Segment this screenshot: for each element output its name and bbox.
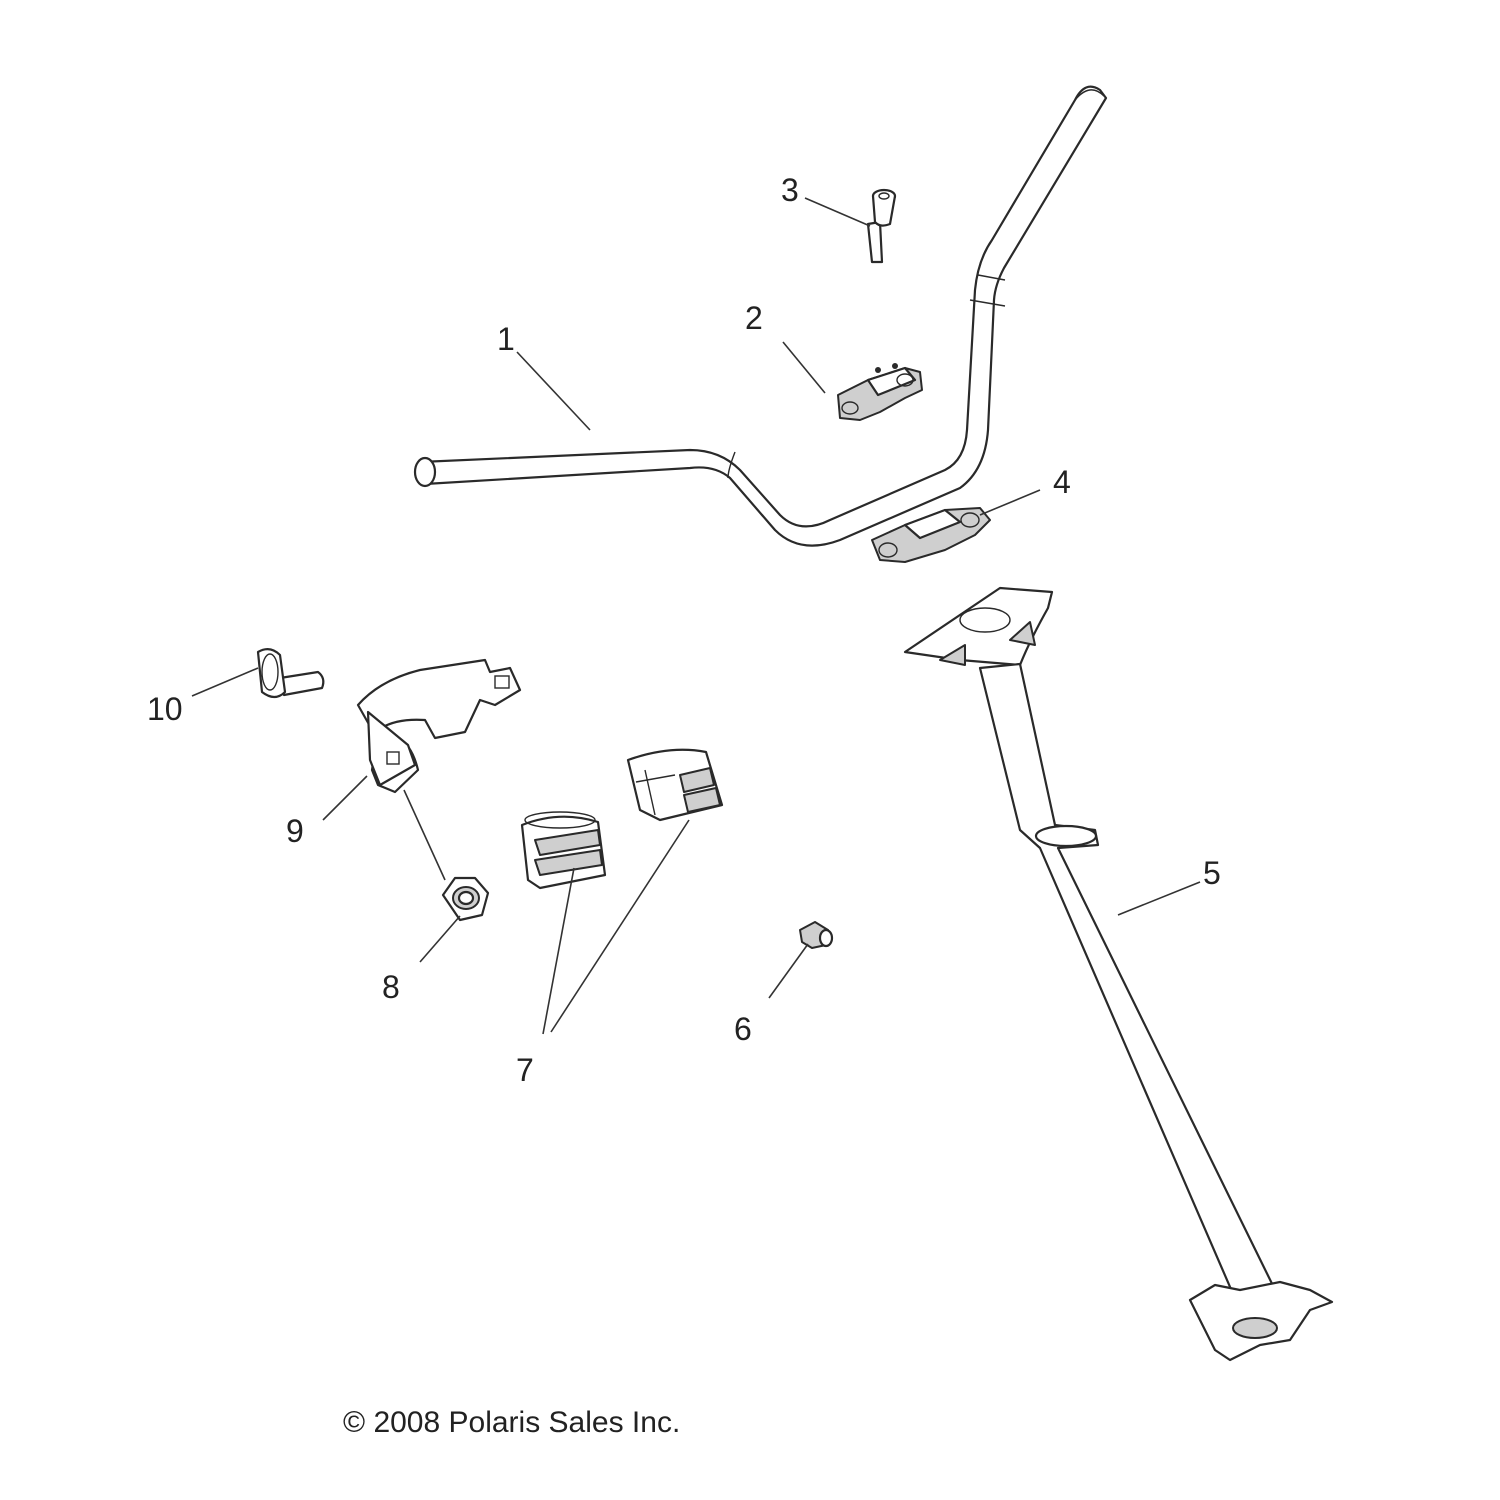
leader-1 <box>516 351 591 431</box>
callout-8: 8 <box>382 969 400 1005</box>
cap-screw-part <box>866 188 897 264</box>
leader-6 <box>768 943 809 999</box>
steering-post-part <box>903 586 1334 1362</box>
leader-7b <box>550 819 690 1033</box>
bracket-part <box>356 658 522 794</box>
bushing-part-left <box>520 811 607 890</box>
handlebar-part <box>413 85 1108 547</box>
callout-5: 5 <box>1203 855 1221 891</box>
upper-clamp-part <box>837 363 923 421</box>
lower-clamp-part <box>871 507 991 563</box>
callout-2: 2 <box>745 300 763 336</box>
leader-3 <box>804 197 871 227</box>
callout-7: 7 <box>516 1052 534 1088</box>
callout-9: 9 <box>286 813 304 849</box>
callout-4: 4 <box>1053 464 1071 500</box>
leader-7a <box>542 867 575 1035</box>
leader-9a <box>322 775 368 821</box>
grease-fitting-part <box>799 921 834 949</box>
callout-10: 10 <box>147 691 183 727</box>
carriage-bolt-part <box>256 648 325 699</box>
leader-lines <box>191 197 1201 1035</box>
bushing-part-right <box>626 748 724 822</box>
callout-1: 1 <box>497 321 515 357</box>
copyright-text: © 2008 Polaris Sales Inc. <box>343 1406 680 1439</box>
flange-nut-part <box>441 876 490 922</box>
callout-3: 3 <box>781 172 799 208</box>
leader-2 <box>782 341 826 394</box>
leader-10 <box>191 667 259 697</box>
leader-9b <box>403 789 446 881</box>
leader-4 <box>979 489 1041 516</box>
callout-6: 6 <box>734 1011 752 1047</box>
leader-8 <box>419 915 461 963</box>
leader-5 <box>1117 881 1201 916</box>
